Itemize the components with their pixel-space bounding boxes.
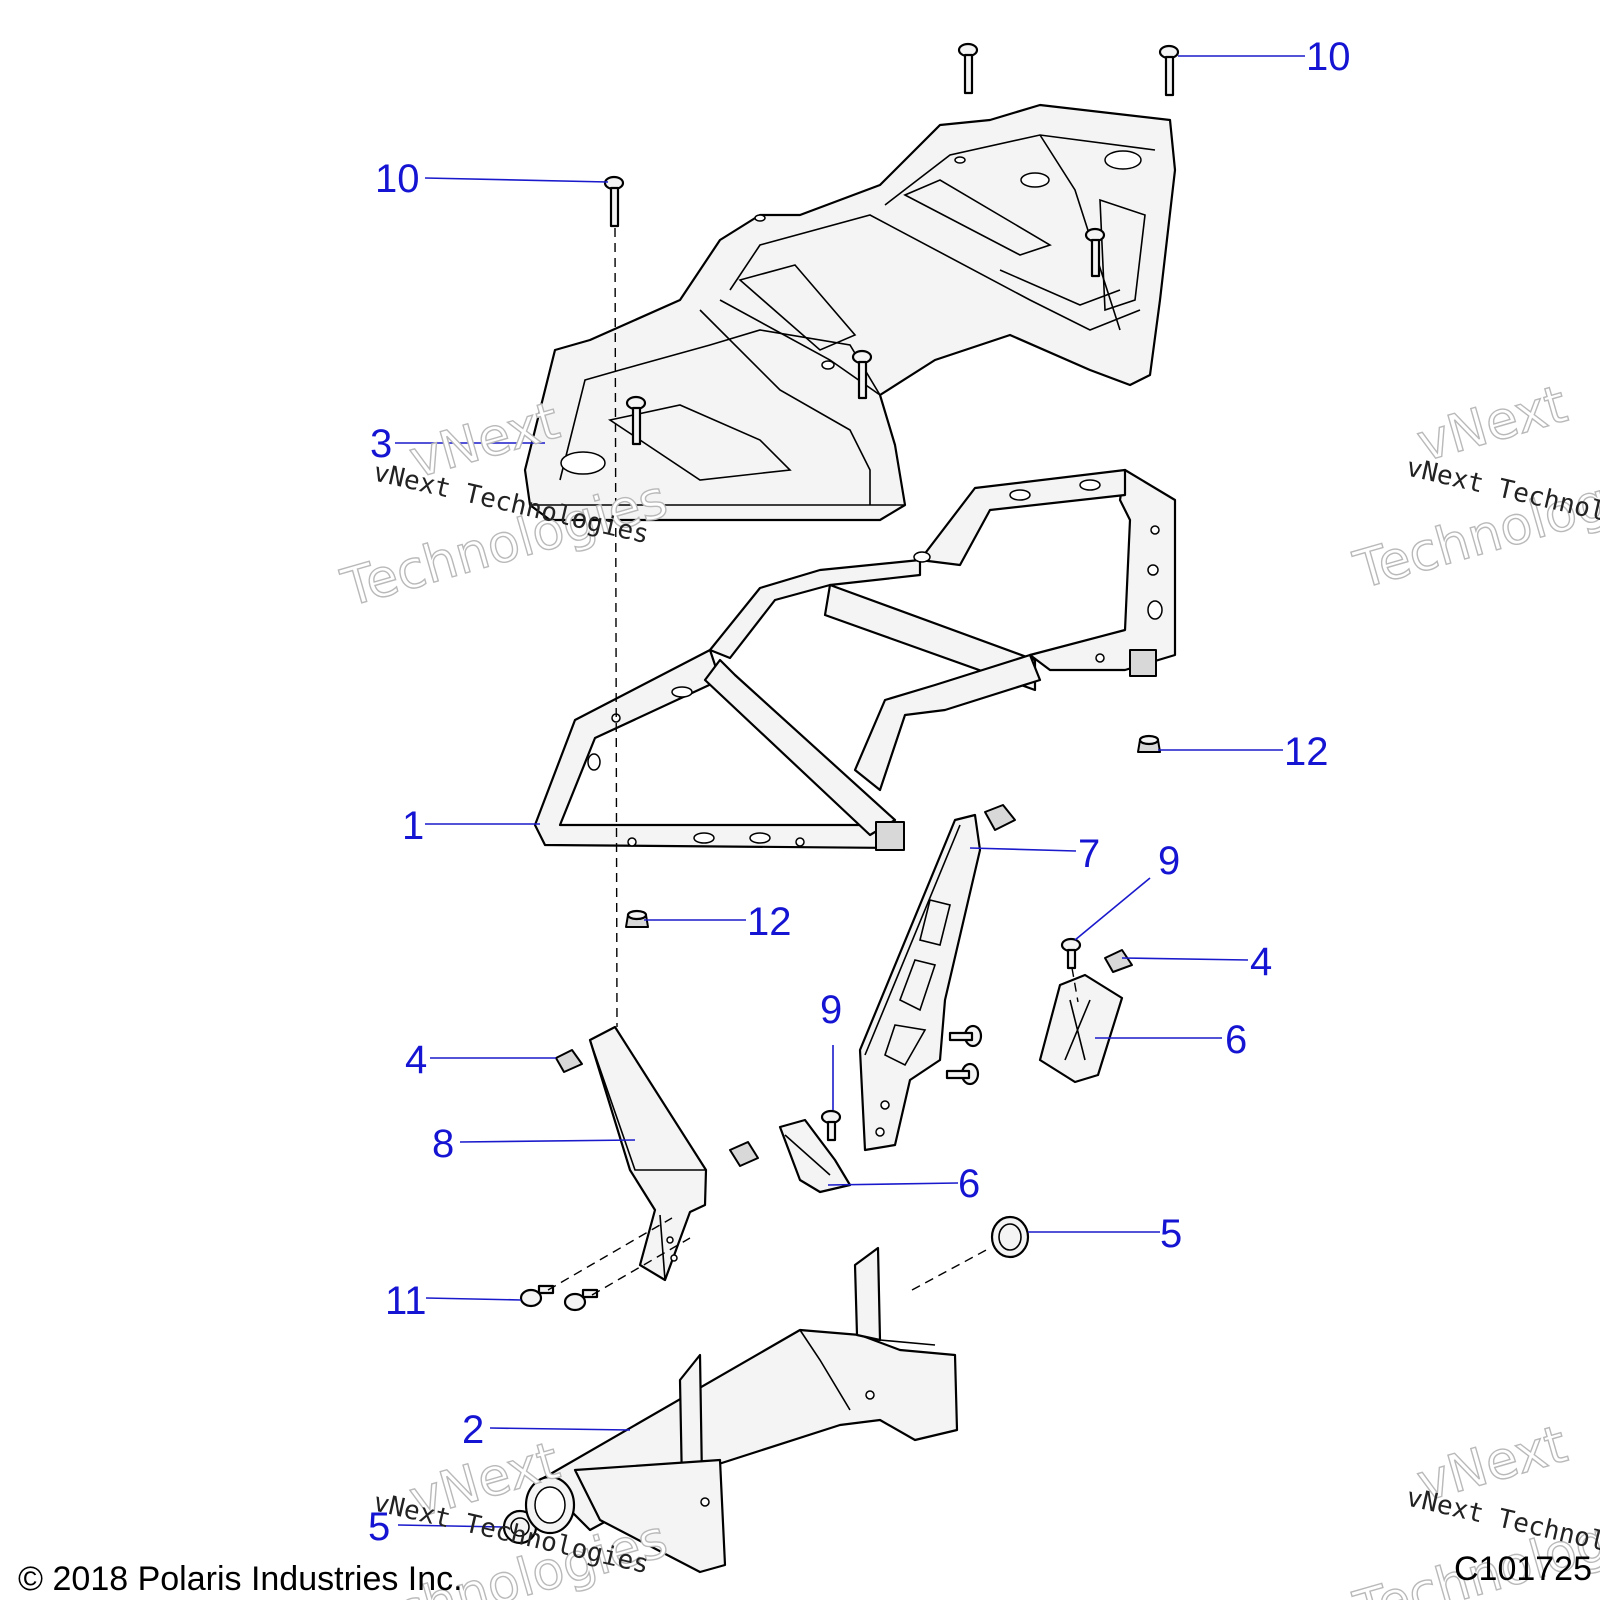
- nut-part-12-left: [625, 909, 649, 928]
- clip-part-4-right: [1104, 949, 1133, 973]
- callout-2: 2: [462, 1408, 484, 1452]
- callout-9-left: 9: [820, 988, 842, 1032]
- callout-11: 11: [385, 1279, 427, 1323]
- screw-part-10-top: [957, 42, 979, 95]
- clip-part-4-left: [555, 1049, 583, 1073]
- figure-id: C101725: [1454, 1550, 1592, 1588]
- screw-rack-b: [851, 349, 873, 400]
- callout-12-left: 12: [747, 900, 792, 944]
- tube-frame-part-1: [533, 468, 1177, 851]
- callout-12-right: 12: [1284, 730, 1329, 774]
- screw-rack-a: [1084, 227, 1106, 278]
- nut-part-12-right: [1137, 734, 1161, 753]
- clip-center: [729, 1141, 759, 1167]
- callout-10-left: 10: [375, 157, 420, 201]
- alignment-line-vertical: [614, 227, 618, 1028]
- rack-panel-part-3: [523, 103, 1177, 522]
- screw-rack-c: [625, 395, 647, 446]
- screw-part-9-right: [1060, 937, 1082, 970]
- screw-part-10-left: [603, 175, 625, 228]
- block-part-6-center: [778, 1118, 852, 1194]
- callout-7: 7: [1078, 832, 1100, 876]
- block-part-6-right: [1038, 973, 1124, 1084]
- callout-9-right: 9: [1158, 839, 1180, 883]
- callout-4-left: 4: [405, 1038, 427, 1082]
- callout-6-center: 6: [958, 1162, 980, 1206]
- callout-1: 1: [402, 804, 424, 848]
- bolts-bracket-7: [945, 1024, 983, 1086]
- callout-5-left: 5: [368, 1505, 390, 1549]
- leader-lines: [395, 55, 1305, 1528]
- bolt-part-11-b: [563, 1288, 599, 1312]
- screw-part-10-top-right: [1158, 44, 1180, 97]
- callout-4-right: 4: [1250, 940, 1272, 984]
- grommet-part-5-right: [990, 1215, 1030, 1259]
- copyright-text: © 2018 Polaris Industries Inc.: [18, 1560, 463, 1598]
- alignment-line-screw-9: [1071, 967, 1079, 1003]
- bracket-part-8: [588, 1025, 708, 1282]
- bracket-part-7: [858, 813, 982, 1152]
- callout-3: 3: [370, 422, 392, 466]
- alignment-line-bolt-a: [547, 1217, 673, 1291]
- callout-10-top: 10: [1306, 35, 1351, 79]
- alignment-line-grommet: [911, 1247, 991, 1291]
- callout-8: 8: [432, 1122, 454, 1166]
- clip-part-4-top: [984, 804, 1016, 831]
- callout-5-right: 5: [1160, 1212, 1182, 1256]
- alignment-line-bolt-b: [591, 1237, 691, 1296]
- lower-mount-part-2: [524, 1246, 959, 1574]
- callout-6-right: 6: [1225, 1018, 1247, 1062]
- bolt-part-11-a: [519, 1284, 555, 1308]
- screw-part-9-left: [820, 1109, 842, 1142]
